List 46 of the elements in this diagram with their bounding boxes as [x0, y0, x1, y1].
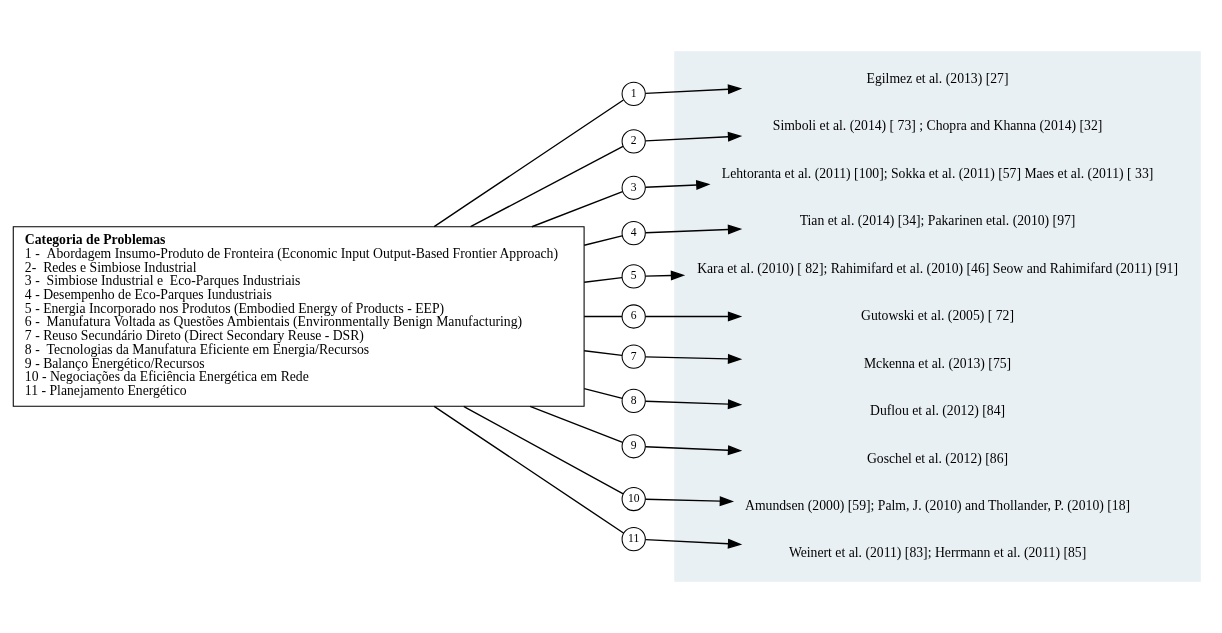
node-text: Lehtoranta et al. (2011) [100]; Sokka et al. (2011) [57] Maes et al. (2011) [ 33]	[721, 165, 1154, 181]
arrow	[644, 353, 743, 364]
connector	[433, 405, 625, 534]
node-text: Gutowski et al. (2005) [ 72]	[861, 308, 1015, 324]
arrow	[644, 131, 743, 142]
node-circle: 11	[621, 527, 646, 552]
arrow	[644, 270, 686, 281]
node-circle: 3	[621, 175, 646, 200]
node-text: Mckenna et al. (2013) [75]	[863, 355, 1012, 371]
connector	[531, 191, 624, 228]
node-text: Amundsen (2000) [59]; Palm, J. (2010) and Thollander, P. (2010) [18]	[745, 498, 1131, 514]
connector	[433, 99, 625, 228]
connector	[583, 235, 623, 246]
connector	[583, 277, 623, 283]
connector	[529, 405, 624, 444]
node-circle: 2	[621, 129, 646, 154]
node-box: Categoria de Problemas 1 - Abordagem Insumo-Produto de Fronteira (Economic Input Output-Based Frontier Approach) 2- Redes e Simbiose Industrial 3 - Simbiose Industrial e Eco-Parques Industriais 4 - Desempenho de Eco-Parques Iundustriais 5 - Energia Incorporado nos Produtos (Embodied Energy of Products - EEP) 6 - Manufatura Voltada as Questões Ambientais (Environmentally Benign Manufacturing) 7 - Reuso Secundário Direto (Direct Secondary Reuse - DSR) 8 - Tecnologias da Manufatura Eficiente em Energia/Recursos 9 - Balanço Energético/Recursos 10 - Negociações da Eficiência Energética em Rede 11 - Planejamento Energético	[12, 226, 585, 407]
connector	[469, 145, 624, 228]
arrow	[644, 445, 743, 456]
arrow	[644, 311, 743, 322]
node-circle: 9	[621, 434, 646, 459]
node-text: Goschel et al. (2012) [86]	[866, 450, 1009, 466]
node-circle: 6	[621, 304, 646, 329]
connector	[583, 387, 624, 399]
node-circle: 10	[621, 486, 646, 512]
arrow	[644, 84, 743, 95]
connector	[463, 405, 624, 495]
node-text: Kara et al. (2010) [ 82]; Rahimifard et al. (2010) [46] Seow and Rahimifard (2011) [91]	[697, 260, 1178, 276]
node-text: Egilmez et al. (2013) [27]	[866, 70, 1009, 86]
connector	[583, 350, 623, 356]
arrow	[644, 496, 735, 507]
node-text: Tian et al. (2014) [34]; Pakarinen etal. (2010) [97]	[799, 213, 1076, 229]
cluster	[674, 51, 1201, 582]
node-text: Weinert et al. (2011) [83]; Herrmann et al. (2011) [85]	[788, 545, 1087, 561]
node-circle: 4	[621, 221, 646, 246]
arrow	[644, 224, 743, 235]
node-circle: 8	[621, 388, 646, 414]
node-text: Simboli et al. (2014) [ 73] ; Chopra and Khanna (2014) [32]	[772, 118, 1103, 134]
node-circle: 7	[621, 344, 646, 369]
node-circle: 5	[621, 264, 646, 289]
arrow	[644, 538, 743, 549]
node-circle: 1	[621, 81, 646, 106]
arrow	[644, 399, 743, 410]
arrow	[644, 179, 711, 190]
node-text: Duflou et al. (2012) [84]	[870, 403, 1006, 419]
connector	[583, 315, 623, 318]
